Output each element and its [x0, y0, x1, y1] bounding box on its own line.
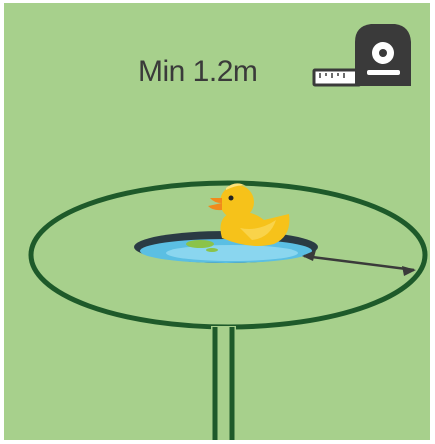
frame-edge-left [0, 0, 4, 444]
frame-edge-top [0, 0, 435, 3]
entry-path [211, 326, 236, 442]
tape-measure-icon [314, 24, 411, 86]
frame-edge-right [430, 0, 435, 444]
distance-arrow-icon [302, 250, 416, 276]
frame-edge-bottom [0, 440, 435, 444]
